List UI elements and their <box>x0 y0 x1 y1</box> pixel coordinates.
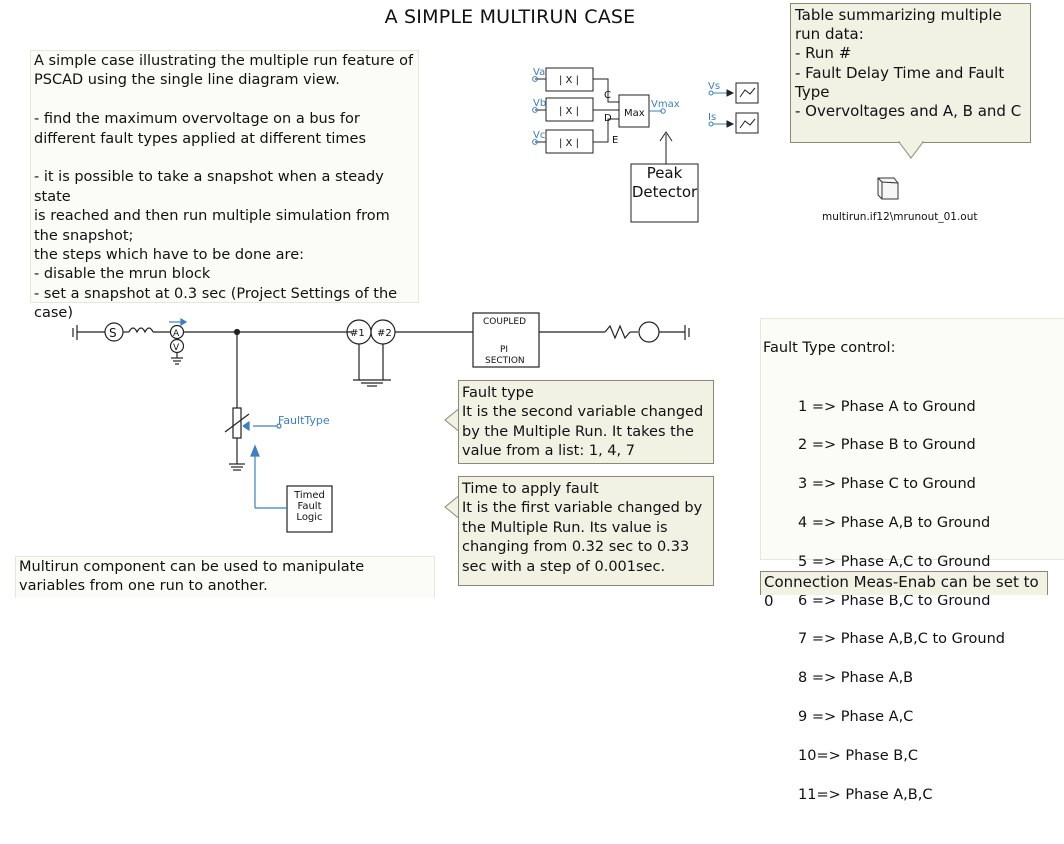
single-line-circuit: S A V #1 #2 COUPLED PI SECTION FaultType <box>72 312 690 533</box>
list-item: 5 => Phase A,C to Ground <box>798 553 991 570</box>
port-e: E <box>612 135 618 146</box>
peak-detector-label: Peak Detector <box>631 164 698 201</box>
abs-block-label: | X | <box>559 138 579 149</box>
pi-section-bot: SECTION <box>485 356 525 366</box>
table-summary-note: Table summarizing multiple run data: - R… <box>790 3 1031 143</box>
fault-signal-label: FaultType <box>278 414 330 427</box>
meter-group: Vs Is <box>708 81 759 134</box>
source-label: S <box>109 326 117 340</box>
ammeter-label: A <box>173 329 180 339</box>
port-d: D <box>604 113 612 124</box>
pi-section-top: COUPLED <box>483 317 526 327</box>
list-item: 3 => Phase C to Ground <box>798 476 976 493</box>
fault-control-heading: Fault Type control: <box>763 340 896 357</box>
abs-block-label: | X | <box>559 75 579 86</box>
file-icon[interactable] <box>872 173 902 203</box>
meter-vs: Vs <box>708 81 720 92</box>
time-to-apply-note: Time to apply fault It is the first vari… <box>458 476 714 586</box>
voltmeter-label: V <box>173 343 180 353</box>
list-item: 7 => Phase A,B,C to Ground <box>798 631 1005 648</box>
port-c: C <box>604 90 611 101</box>
transformer-winding-2: #2 <box>377 328 392 339</box>
peak-detector-diagram: Va Vb Vc | X | | X | | X | C D E Max Vma… <box>532 67 699 223</box>
input-va: Va <box>533 67 545 78</box>
abs-block-label: | X | <box>559 106 579 117</box>
file-label[interactable]: multirun.if12\mrunout_01.out <box>822 211 978 223</box>
vmax-output: Vmax <box>651 99 680 110</box>
fault-type-control: Fault Type control: 1 => Phase A to Grou… <box>760 318 1064 803</box>
input-vb: Vb <box>533 98 546 109</box>
list-item: 1 => Phase A to Ground <box>798 398 976 415</box>
connection-note: Connection Meas-Enab can be set to 0 <box>760 571 1048 610</box>
meter-is: Is <box>708 112 716 123</box>
intro-note: A simple case illustrating the multiple … <box>30 50 419 321</box>
pi-section-mid: PI <box>500 345 508 355</box>
list-item: 2 => Phase B to Ground <box>798 437 976 454</box>
input-vc: Vc <box>533 130 545 141</box>
list-item: 8 => Phase A,B <box>798 670 914 687</box>
transformer-winding-1: #1 <box>350 328 365 339</box>
fault-type-note: Fault type It is the second variable cha… <box>458 380 714 464</box>
timed-fault-logic-label: Timed Fault Logic <box>294 490 325 523</box>
list-item: 4 => Phase A,B to Ground <box>798 515 991 532</box>
max-block-label: Max <box>624 108 645 119</box>
list-item: 11=> Phase A,B,C <box>798 786 933 803</box>
fault-control-list: 1 => Phase A to Ground 2 => Phase B to G… <box>763 378 1063 824</box>
list-item: 10=> Phase B,C <box>798 747 918 764</box>
multirun-note: Multirun component can be used to manipu… <box>15 556 435 598</box>
table-callout-pointer <box>898 141 924 159</box>
list-item: 9 => Phase A,C <box>798 709 914 725</box>
page-title: A SIMPLE MULTIRUN CASE <box>384 6 636 28</box>
